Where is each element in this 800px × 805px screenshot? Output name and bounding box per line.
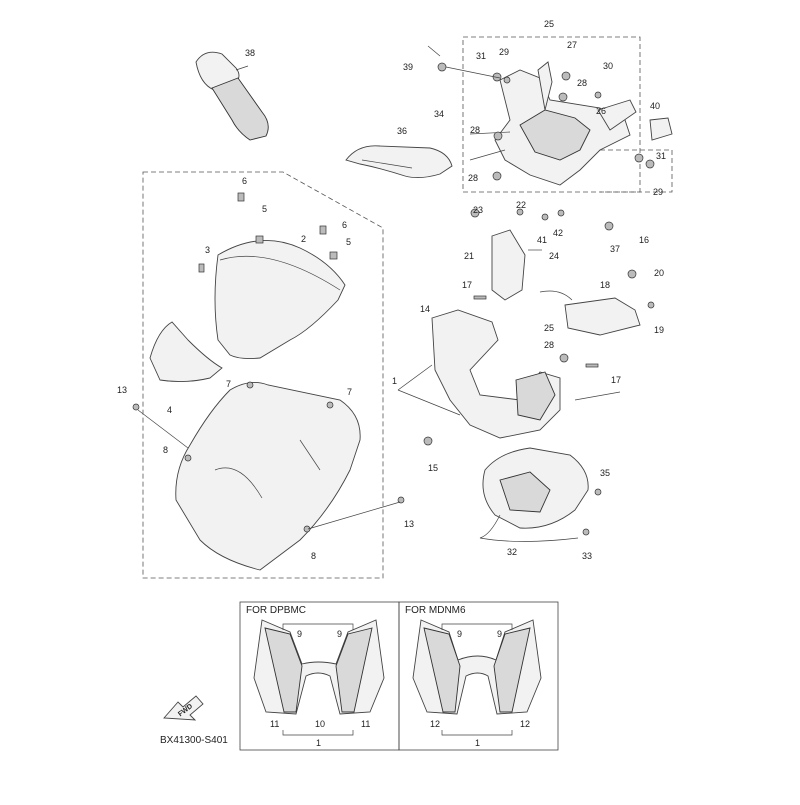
fwd-arrow-icon: FWD [163,695,204,721]
callout-13: 13 [117,385,127,395]
callout-31: 31 [476,51,486,61]
inset-title: FOR MDNM6 [405,605,466,616]
callout-7: 7 [347,387,352,397]
callout-28: 28 [470,125,480,135]
headlight-unit [479,447,602,542]
callout-36: 36 [397,126,407,136]
callout-34: 34 [434,109,444,119]
inset-callout-12: 12 [430,719,440,729]
callout-16: 16 [639,235,649,245]
callout-17: 17 [611,375,621,385]
inset-dpbmc: FOR DPBMC 9 9 11 10 11 1 [239,601,400,751]
callout-18: 18 [600,280,610,290]
callout-40: 40 [650,101,660,111]
part-mirror-38 [195,51,269,141]
callout-19: 19 [654,325,664,335]
callout-39: 39 [403,62,413,72]
callout-2: 2 [301,234,306,244]
inset-callout-10: 10 [315,719,325,729]
callout-24: 24 [549,251,559,261]
callout-17: 17 [462,280,472,290]
callout-8: 8 [163,445,168,455]
callout-6: 6 [342,220,347,230]
callout-26: 26 [596,106,606,116]
callout-28: 28 [468,173,478,183]
callout-15: 15 [428,463,438,473]
callout-35: 35 [600,468,610,478]
inset-callout-9: 9 [297,629,302,639]
callout-29: 29 [653,187,663,197]
callout-8: 8 [311,551,316,561]
callout-14: 14 [420,304,430,314]
callout-28: 28 [577,78,587,88]
callout-7: 7 [226,379,231,389]
inset-callout-9: 9 [337,629,342,639]
callout-23: 23 [473,205,483,215]
inset-callout-1: 1 [316,738,321,748]
callout-6: 6 [242,176,247,186]
callout-37: 37 [610,244,620,254]
callout-31: 31 [656,151,666,161]
windshield-cowling-group [132,171,405,579]
inset-callout-1: 1 [475,738,480,748]
callout-13: 13 [404,519,414,529]
part-blade-36 [345,145,453,179]
callout-5: 5 [346,237,351,247]
headlight-bracket-group [397,208,655,446]
callout-1: 1 [392,376,397,386]
inset-title: FOR DPBMC [246,605,306,616]
callout-28: 28 [544,340,554,350]
callout-32: 32 [507,547,517,557]
callout-3: 3 [205,245,210,255]
callout-22: 22 [516,200,526,210]
callout-4: 4 [167,405,172,415]
inset-callout-9: 9 [457,629,462,639]
callout-labels: 38 36 34 39 25 31 29 27 30 28 26 40 28 2… [117,19,666,561]
callout-29: 29 [499,47,509,57]
inset-callout-11: 11 [270,719,279,729]
inset-callout-11: 11 [361,719,370,729]
inset-callout-9: 9 [497,629,502,639]
diagram-code: BX41300-S401 [160,735,228,746]
callout-42: 42 [553,228,563,238]
callout-27: 27 [567,40,577,50]
callout-21: 21 [464,251,474,261]
callout-33: 33 [582,551,592,561]
inset-mdnm6: FOR MDNM6 9 9 12 12 1 [398,601,559,751]
callout-5: 5 [262,204,267,214]
callout-20: 20 [654,268,664,278]
callout-30: 30 [603,61,613,71]
callout-25: 25 [544,19,554,29]
callout-41: 41 [537,235,547,245]
inset-callout-12: 12 [520,719,530,729]
callout-38: 38 [245,48,255,58]
callout-25: 25 [544,323,554,333]
bracket-assembly-25 [427,36,673,193]
